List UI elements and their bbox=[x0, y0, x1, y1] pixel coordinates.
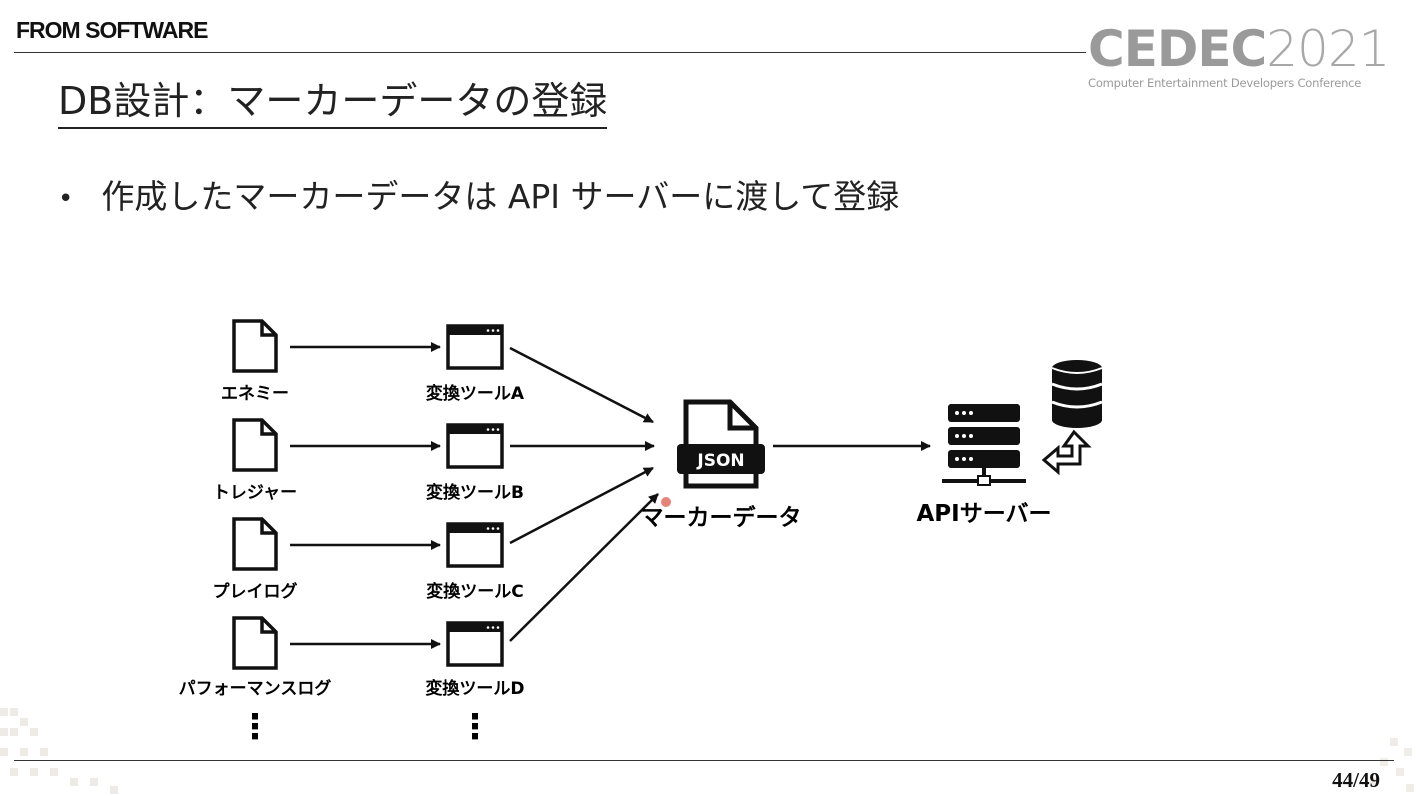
source-label-1: エネミー bbox=[221, 384, 289, 404]
tool-label-a: 変換ツールA bbox=[426, 383, 525, 404]
return-arrow-icon bbox=[1041, 429, 1092, 476]
tool-label-b: 変換ツールB bbox=[426, 482, 524, 503]
conference-logo-subtitle: Computer Entertainment Developers Confer… bbox=[1088, 76, 1362, 90]
tool-window-icon-a bbox=[446, 324, 504, 370]
conference-logo: CEDEC2021 Computer Entertainment Develop… bbox=[1086, 22, 1396, 94]
marker-label: マーカーデータ bbox=[641, 504, 802, 531]
bullet-text: 作成したマーカーデータは API サーバーに渡して登録 bbox=[101, 177, 900, 216]
json-badge: JSON bbox=[696, 451, 744, 471]
bottom-divider bbox=[14, 760, 1394, 761]
json-file-icon bbox=[677, 399, 765, 489]
brand-logo: FROM SOFTWARE bbox=[16, 17, 208, 43]
server-icon bbox=[942, 404, 1026, 486]
arrow-tool-d-to-marker bbox=[509, 493, 659, 642]
bullet-dot-icon: • bbox=[58, 183, 74, 214]
sources-continuation: ⋮ bbox=[238, 707, 272, 747]
source-file-icon-2 bbox=[232, 418, 278, 472]
server-label: APIサーバー bbox=[917, 501, 1052, 527]
conference-logo-word: CEDEC bbox=[1088, 20, 1267, 78]
page-number: 44/49 bbox=[1332, 768, 1380, 792]
pointer-marker bbox=[661, 497, 671, 507]
top-divider bbox=[14, 52, 1394, 53]
tools-continuation: ⋮ bbox=[458, 707, 492, 747]
source-label-3: プレイログ bbox=[213, 581, 298, 602]
slide-title: DB設計：マーカーデータの登録 bbox=[58, 70, 608, 129]
bullet-item: • 作成したマーカーデータは API サーバーに渡して登録 bbox=[58, 170, 899, 218]
source-file-icon-1 bbox=[232, 319, 278, 373]
decorative-blocks-right bbox=[1370, 738, 1414, 792]
source-label-2: トレジャー bbox=[213, 483, 297, 503]
source-label-4: パフォーマンスログ bbox=[179, 678, 332, 699]
tool-label-c: 変換ツールC bbox=[426, 581, 523, 602]
source-file-icon-4 bbox=[232, 616, 278, 670]
arrow-tool-c-to-marker bbox=[509, 466, 654, 545]
conference-logo-year: 2021 bbox=[1266, 20, 1390, 78]
arrow-tool-a-to-marker bbox=[509, 346, 654, 424]
database-icon bbox=[1051, 360, 1103, 428]
tool-window-icon-c bbox=[446, 522, 504, 568]
decorative-blocks-left bbox=[0, 708, 118, 794]
tool-window-icon-b bbox=[446, 423, 504, 469]
tool-window-icon-d bbox=[446, 621, 504, 667]
source-file-icon-3 bbox=[232, 517, 278, 571]
tool-label-d: 変換ツールD bbox=[425, 678, 524, 699]
